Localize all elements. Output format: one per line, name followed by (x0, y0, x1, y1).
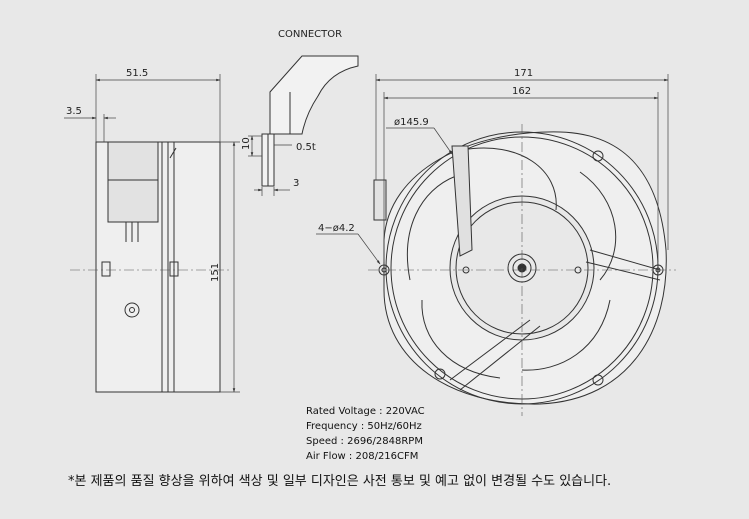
spec-value: 2696/2848RPM (347, 436, 423, 447)
hole-pitch-dim: 162 (512, 86, 531, 97)
spec-separator: : (375, 406, 386, 417)
spec-label: Speed (306, 436, 338, 447)
spec-label: Air Flow (306, 451, 346, 462)
connector-drawing (261, 55, 359, 187)
footnote: *본 제품의 품질 향상을 위하여 색상 및 일부 디자인은 사전 통보 및 예… (68, 474, 612, 489)
connector-dimensions (248, 135, 292, 196)
spec-value: 50Hz/60Hz (367, 421, 422, 432)
overall-width-dim: 171 (514, 68, 533, 79)
spec-rated-voltage: Rated Voltage : 220VAC (306, 404, 425, 419)
spec-separator: : (337, 436, 348, 447)
connector-height-dim: 10 (241, 137, 252, 150)
spec-air-flow: Air Flow : 208/216CFM (306, 449, 418, 464)
bore-diameter-dim: ø145.9 (394, 117, 429, 128)
side-width-dim: 51.5 (126, 68, 148, 79)
side-dimensions (64, 74, 240, 393)
connector-width-dim: 3 (293, 178, 299, 189)
spec-value: 220VAC (385, 406, 425, 417)
mount-holes-dim: 4−ø4.2 (318, 223, 355, 234)
spec-separator: : (357, 421, 368, 432)
spec-speed: Speed : 2696/2848RPM (306, 434, 423, 449)
height-dim: 151 (210, 263, 221, 282)
spec-label: Rated Voltage (306, 406, 376, 417)
side-offset-dim: 3.5 (66, 106, 82, 117)
front-dimensions (316, 74, 669, 265)
front-view (373, 131, 667, 405)
spec-value: 208/216CFM (355, 451, 419, 462)
spec-separator: : (345, 451, 356, 462)
spec-label: Frequency (306, 421, 358, 432)
connector-label: CONNECTOR (278, 29, 342, 40)
side-view (95, 141, 221, 393)
spec-frequency: Frequency : 50Hz/60Hz (306, 419, 422, 434)
connector-thickness-dim: 0.5t (296, 142, 316, 153)
